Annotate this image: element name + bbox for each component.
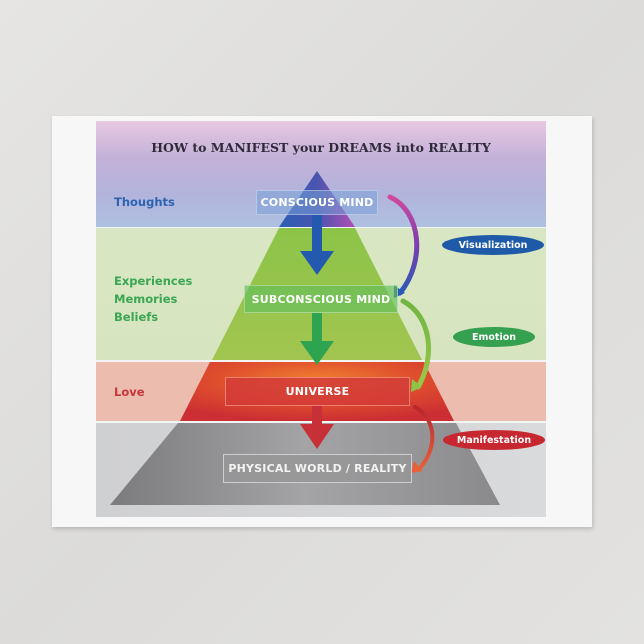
pill-manifestation: Manifestation: [443, 430, 545, 450]
band-divider: [96, 360, 546, 362]
diagram-title: HOW to MANIFEST your DREAMS into REALITY: [151, 140, 491, 155]
label-memories: Memories: [114, 292, 178, 306]
box-physical-world: PHYSICAL WORLD / REALITY: [223, 454, 412, 483]
label-experiences: Experiences: [114, 274, 193, 288]
label-experiences-memories-beliefs: Experiences Memories Beliefs: [114, 272, 192, 326]
label-love: Love: [114, 385, 145, 399]
box-subconscious-mind: SUBCONSCIOUS MIND: [244, 285, 398, 313]
diagram-panel: HOW to MANIFEST your DREAMS into REALITY…: [96, 121, 546, 517]
label-thoughts: Thoughts: [114, 195, 175, 209]
box-conscious-mind: CONSCIOUS MIND: [256, 190, 378, 215]
pill-visualization: Visualization: [442, 235, 544, 255]
pill-emotion: Emotion: [453, 327, 535, 347]
label-beliefs: Beliefs: [114, 310, 159, 324]
box-universe: UNIVERSE: [225, 377, 410, 406]
